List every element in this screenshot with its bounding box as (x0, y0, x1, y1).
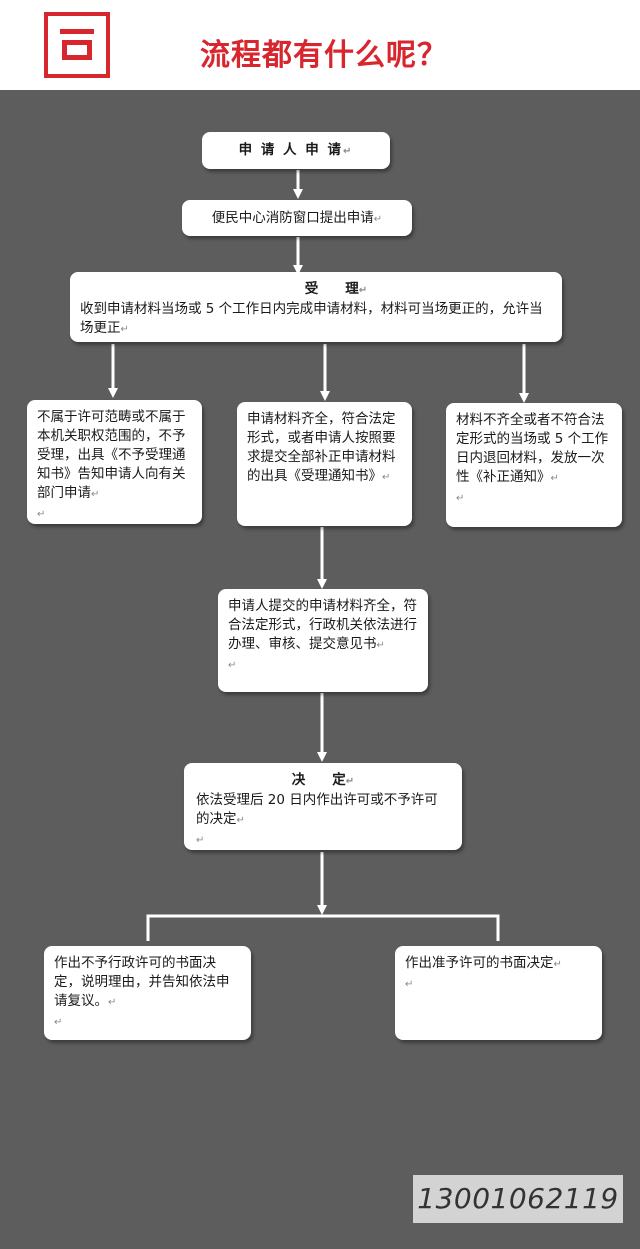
step-window-submit: 便民中心消防窗口提出申请↵ (182, 200, 412, 236)
phone-number-watermark: 13001062119 (413, 1175, 623, 1223)
step-review: 申请人提交的申请材料齐全，符合法定形式，行政机关依法进行办理、审核、提交意见书↵… (218, 589, 428, 692)
branch-accepted: 申请材料齐全，符合法定形式，或者申请人按照要求提交全部补正申请材料的出具《受理通… (237, 402, 412, 526)
connector-arrows (108, 170, 529, 941)
branch-return-materials: 材料不齐全或者不符合法定形式的当场或 5 个工作日内退回材料，发放一次性《补正通… (446, 403, 622, 527)
decision-heading: 决 定 (291, 772, 346, 788)
header: 流程都有什么呢？ (0, 0, 640, 90)
split-connector (146, 914, 500, 941)
step-decision: 决 定↵ 依法受理后 20 日内作出许可或不予许可的决定↵ ↵ (184, 763, 462, 850)
accept-heading: 受 理 (304, 281, 359, 297)
result-grant: 作出准予许可的书面决定↵↵ (395, 946, 602, 1040)
step-applicant-apply: 申 请 人 申 请↵ (202, 132, 390, 169)
page-title: 流程都有什么呢？ (200, 38, 448, 73)
branch-not-accepted: 不属于许可范畴或不属于本机关职权范围的，不予受理，出具《不予受理通知书》告知申请… (27, 400, 202, 524)
brand-logo (44, 12, 110, 78)
logo-mark-icon (60, 29, 94, 60)
step-accept: 受 理↵ 收到申请材料当场或 5 个工作日内完成申请材料，材料可当场更正的，允许… (70, 272, 562, 342)
result-deny: 作出不予行政许可的书面决定，说明理由，并告知依法申请复议。↵↵ (44, 946, 251, 1040)
accept-text: 收到申请材料当场或 5 个工作日内完成申请材料，材料可当场更正的，允许当场更正 (80, 301, 543, 336)
decision-text: 依法受理后 20 日内作出许可或不予许可的决定 (196, 792, 438, 827)
flowchart-canvas: 申 请 人 申 请↵ 便民中心消防窗口提出申请↵ 受 理↵ 收到申请材料当场或 … (0, 90, 640, 1249)
